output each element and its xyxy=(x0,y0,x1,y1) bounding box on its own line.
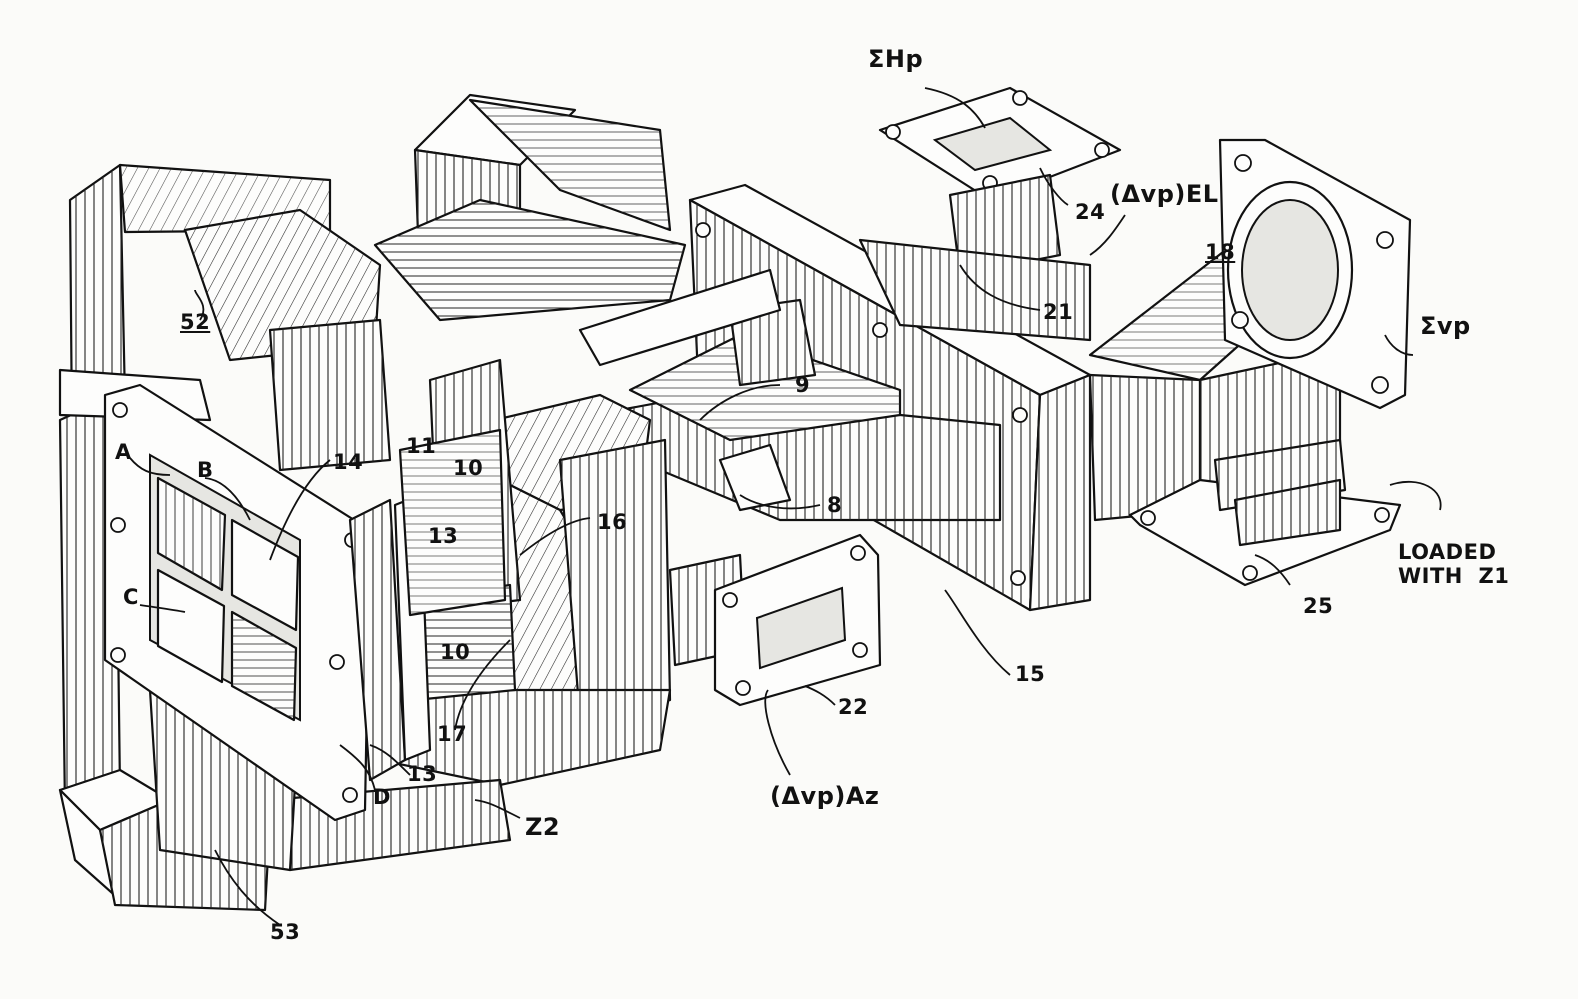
label-13-bottom: 13 xyxy=(407,762,438,786)
lower-body-z2 xyxy=(268,583,672,872)
label-15: 15 xyxy=(1015,662,1046,686)
label-14: 14 xyxy=(333,450,364,474)
label-11: 11 xyxy=(406,434,437,458)
label-24: 24 xyxy=(1075,200,1106,224)
label-10-bottom: 10 xyxy=(440,640,471,664)
label-C: C xyxy=(123,585,139,609)
label-16: 16 xyxy=(597,510,628,534)
label-22: 22 xyxy=(838,695,869,719)
leader-lines xyxy=(129,87,1442,926)
label-52: 52 xyxy=(180,310,211,334)
label-A: A xyxy=(115,440,132,464)
sigma-vp-flange xyxy=(1218,138,1412,410)
label-B: B xyxy=(197,458,214,482)
label-18: 18 xyxy=(1205,240,1236,264)
septum-plates xyxy=(348,428,507,782)
label-delta-vp-az: (Δvp)Az xyxy=(770,782,880,810)
center-junction-blocks xyxy=(578,268,1002,522)
label-13-top: 13 xyxy=(428,524,459,548)
label-9: 9 xyxy=(795,373,811,397)
label-z2: Z2 xyxy=(525,813,561,841)
label-sigma-hp: ΣHp xyxy=(868,45,924,73)
port-22-flange xyxy=(668,533,882,707)
label-8: 8 xyxy=(827,493,843,517)
left-upper-housing xyxy=(68,163,392,472)
label-10-top: 10 xyxy=(453,456,484,480)
label-delta-vp-el: (Δvp)EL xyxy=(1110,180,1219,208)
label-D: D xyxy=(373,785,391,809)
front-quad-flange xyxy=(103,383,372,822)
label-sigma-vp: Σvp xyxy=(1420,312,1471,340)
label-17: 17 xyxy=(437,722,468,746)
flange-25 xyxy=(1128,438,1402,587)
sigma-hp-flange xyxy=(858,86,1122,342)
label-25: 25 xyxy=(1303,594,1334,618)
top-center-block xyxy=(373,93,687,322)
label-loaded-with-z1: LOADED WITH Z1 xyxy=(1398,540,1510,588)
label-53: 53 xyxy=(270,920,301,944)
label-21: 21 xyxy=(1043,300,1074,324)
